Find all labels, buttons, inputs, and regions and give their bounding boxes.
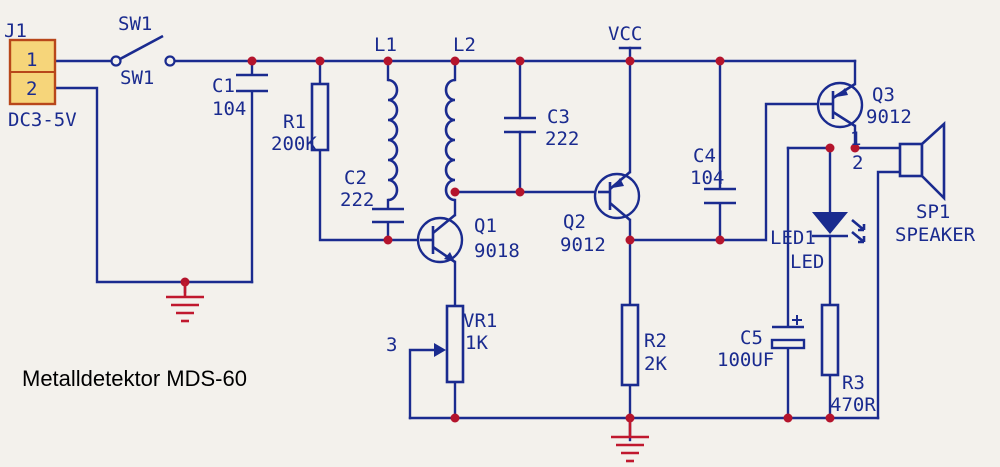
c2-ref: C2 bbox=[344, 167, 367, 189]
connector-j1: J1 1 2 DC3-5V bbox=[4, 20, 77, 131]
capacitor-c2: C2 222 bbox=[340, 167, 404, 224]
switch-ref-top: SW1 bbox=[118, 13, 152, 35]
connector-pin2: 2 bbox=[26, 78, 37, 100]
transistor-q3: Q3 9012 bbox=[816, 81, 912, 129]
speaker-pin2: 2 bbox=[852, 152, 863, 174]
vr1-pin: 3 bbox=[386, 334, 397, 356]
capacitor-c3: C3 222 bbox=[504, 106, 579, 150]
speaker-ref: SP1 bbox=[916, 201, 950, 223]
r3-ref: R3 bbox=[842, 372, 865, 394]
ground-symbol-left bbox=[166, 282, 204, 323]
connector-ref: J1 bbox=[4, 20, 27, 42]
c1-ref: C1 bbox=[212, 75, 235, 97]
potentiometer-vr1: VR1 1K 3 bbox=[386, 304, 497, 384]
vr1-value: 1K bbox=[465, 332, 488, 354]
vcc-label: VCC bbox=[608, 23, 642, 45]
c5-value: 100UF bbox=[717, 349, 774, 371]
ground-symbol-bottom bbox=[611, 418, 649, 463]
junctions bbox=[180, 56, 860, 423]
r2-ref: R2 bbox=[644, 330, 667, 352]
vr1-ref: VR1 bbox=[463, 310, 497, 332]
r1-ref: R1 bbox=[283, 111, 306, 133]
q2-ref: Q2 bbox=[563, 211, 586, 233]
switch-sw1: SW1 SW1 bbox=[110, 13, 176, 89]
c4-ref: C4 bbox=[693, 145, 716, 167]
capacitor-c1: C1 104 bbox=[212, 73, 268, 120]
led-ref: LED1 bbox=[770, 227, 816, 249]
r3-value: 470R bbox=[830, 394, 876, 416]
resistor-r3: R3 470R bbox=[820, 303, 876, 416]
c4-value: 104 bbox=[690, 167, 724, 189]
capacitor-c4: C4 104 bbox=[690, 145, 736, 205]
l1-ref: L1 bbox=[374, 34, 397, 56]
connector-pin1: 1 bbox=[26, 49, 37, 71]
l2-ref: L2 bbox=[453, 34, 476, 56]
resistor-r1: R1 200K bbox=[271, 82, 330, 155]
inductor-l2: L2 bbox=[444, 34, 476, 202]
transistor-q1: Q1 9018 bbox=[416, 213, 520, 264]
switch-ref-bottom: SW1 bbox=[120, 67, 154, 89]
speaker-pin1: 1 bbox=[850, 128, 861, 150]
r2-value: 2K bbox=[644, 353, 667, 375]
c3-ref: C3 bbox=[547, 106, 570, 128]
connector-value: DC3-5V bbox=[8, 109, 77, 131]
c1-value: 104 bbox=[212, 98, 246, 120]
c3-value: 222 bbox=[545, 128, 579, 150]
q2-value: 9012 bbox=[560, 234, 606, 256]
led-led1: LED1 LED bbox=[770, 212, 866, 273]
resistor-r2: R2 2K bbox=[620, 303, 667, 387]
transistor-q2: Q2 9012 bbox=[560, 171, 641, 256]
diagram-title: Metalldetektor MDS-60 bbox=[22, 366, 247, 391]
led-value: LED bbox=[790, 251, 824, 273]
speaker-sp1: 1 2 SP1 SPEAKER bbox=[850, 121, 976, 246]
q3-ref: Q3 bbox=[872, 84, 895, 106]
q3-value: 9012 bbox=[866, 106, 912, 128]
capacitor-c5: C5 100UF bbox=[717, 315, 806, 371]
c5-ref: C5 bbox=[740, 327, 763, 349]
q1-ref: Q1 bbox=[474, 215, 497, 237]
c2-value: 222 bbox=[340, 189, 374, 211]
q1-value: 9018 bbox=[474, 240, 520, 262]
r1-value: 200K bbox=[271, 133, 317, 155]
inductor-l1: L1 bbox=[374, 34, 399, 202]
speaker-value: SPEAKER bbox=[895, 224, 976, 246]
